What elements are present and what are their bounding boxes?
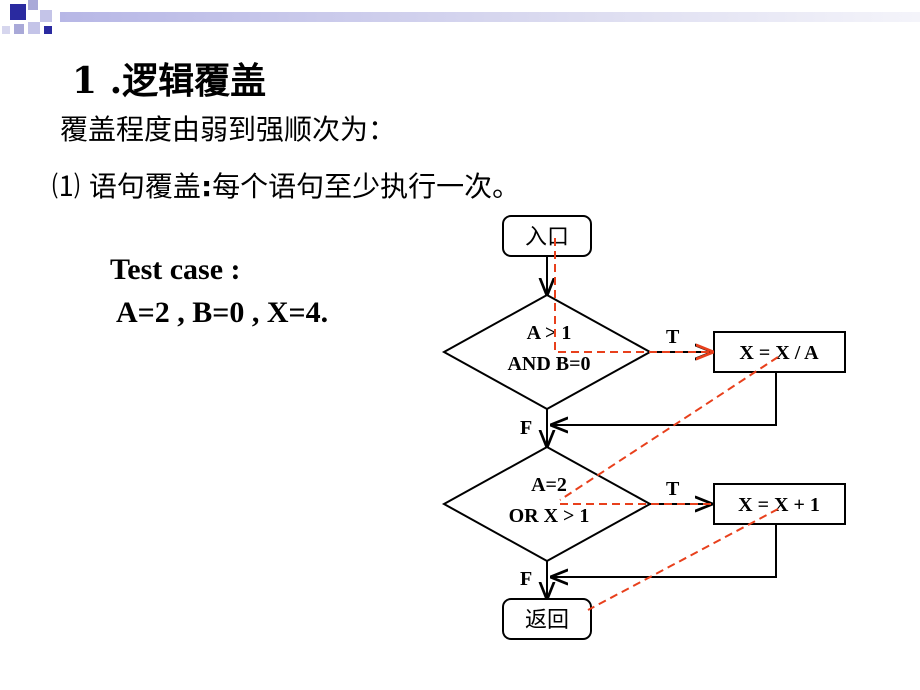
item-term: 语句覆盖 bbox=[88, 170, 201, 203]
decision-1-line1: A > 1 bbox=[527, 322, 572, 344]
deco-square bbox=[10, 4, 26, 20]
item-number: ⑴ bbox=[52, 170, 81, 203]
decision-1-line2: AND B=0 bbox=[507, 353, 590, 375]
deco-square bbox=[44, 26, 52, 34]
deco-square bbox=[28, 22, 40, 34]
decision-2-line1: A=2 bbox=[531, 474, 567, 496]
test-case-label: Test case : bbox=[110, 253, 241, 286]
exit-box bbox=[502, 598, 592, 640]
action-2-label: X = X + 1 bbox=[738, 494, 820, 516]
item-description: 每个语句至少执行一次。 bbox=[212, 170, 521, 203]
decision-1-true-label: T bbox=[666, 326, 680, 348]
test-case-values: A=2 , B=0 , X=4. bbox=[116, 296, 329, 329]
deco-square bbox=[40, 10, 52, 22]
entry-label: 入口 bbox=[525, 225, 569, 250]
decision-1-diamond bbox=[441, 293, 653, 411]
decision-2-line2: OR X > 1 bbox=[509, 505, 590, 527]
exit-label: 返回 bbox=[525, 608, 569, 633]
coverage-item: ⑴ 语句覆盖:每个语句至少执行一次。 bbox=[52, 165, 520, 205]
deco-square bbox=[2, 26, 10, 34]
flow-line bbox=[552, 524, 777, 577]
slide-subtitle: 覆盖程度由弱到强顺次为： bbox=[60, 113, 397, 146]
header-decoration bbox=[2, 0, 920, 34]
item-colon: : bbox=[200, 170, 213, 203]
decision-2-true-label: T bbox=[666, 478, 680, 500]
slide-title: 1 .逻辑覆盖 bbox=[72, 60, 267, 102]
decision-2-false-label: F bbox=[520, 568, 532, 590]
deco-square bbox=[14, 24, 24, 34]
execution-path-trace bbox=[554, 238, 779, 611]
path-segment bbox=[559, 356, 779, 501]
deco-square bbox=[28, 0, 38, 10]
flow-line bbox=[552, 372, 777, 425]
action-1-box bbox=[713, 331, 846, 373]
decision-1-false-label: F bbox=[520, 417, 532, 439]
header-bar bbox=[60, 12, 920, 22]
path-segment bbox=[587, 508, 779, 611]
action-2-box bbox=[713, 483, 846, 525]
action-1-label: X = X / A bbox=[739, 342, 819, 364]
